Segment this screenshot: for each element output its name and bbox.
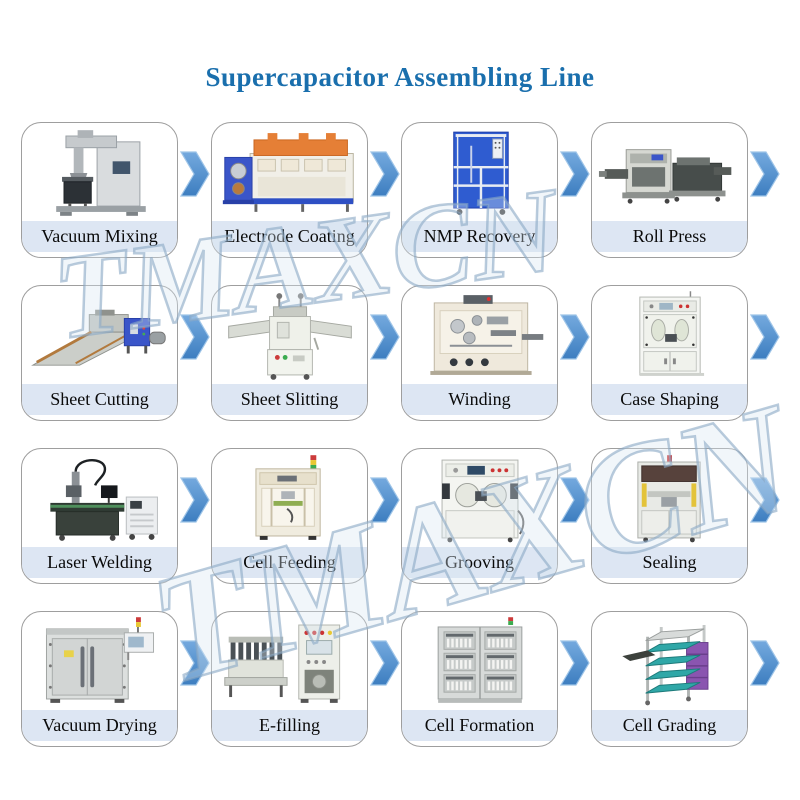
flow-arrow-icon	[178, 314, 211, 360]
cell-feeding-machine-image	[214, 451, 365, 547]
machine-label: Sealing	[592, 547, 747, 578]
flow-arrow-icon	[748, 477, 781, 523]
nmp-recovery-machine-image	[404, 125, 555, 221]
machine-card-winding: Winding	[401, 285, 558, 421]
machine-label: Laser Welding	[22, 547, 177, 578]
vacuum-drying-machine-image	[24, 614, 175, 710]
flow-arrow-icon	[368, 640, 401, 686]
machine-label: Vacuum Mixing	[22, 221, 177, 252]
flow-arrow-icon	[748, 151, 781, 197]
machine-card-sealing: Sealing	[591, 448, 748, 584]
machine-card-vacuum-drying: Vacuum Drying	[21, 611, 178, 747]
assembly-row-2: Sheet Cutting	[0, 285, 800, 421]
machine-label: Winding	[402, 384, 557, 415]
electrode-coating-machine-image	[214, 125, 365, 221]
case-shaping-machine-image	[594, 288, 745, 384]
machine-label: Cell Formation	[402, 710, 557, 741]
grooving-machine-image	[404, 451, 555, 547]
flow-arrow-icon	[558, 640, 591, 686]
machine-card-case-shaping: Case Shaping	[591, 285, 748, 421]
machine-label: Cell Feeding	[212, 547, 367, 578]
machine-label: Roll Press	[592, 221, 747, 252]
flow-arrow-icon	[558, 151, 591, 197]
machine-label: Sheet Cutting	[22, 384, 177, 415]
sheet-slitting-machine-image	[214, 288, 365, 384]
flow-arrow-icon	[748, 314, 781, 360]
machine-card-grooving: Grooving	[401, 448, 558, 584]
machine-label: Electrode Coating	[212, 221, 367, 252]
assembly-grid: Vacuum Mixing	[0, 122, 800, 774]
flow-arrow-icon	[558, 477, 591, 523]
assembly-row-4: Vacuum Drying	[0, 611, 800, 747]
machine-card-vacuum-mixing: Vacuum Mixing	[21, 122, 178, 258]
sheet-cutting-machine-image	[24, 288, 175, 384]
assembly-row-3: Laser Welding	[0, 448, 800, 584]
flow-arrow-icon	[748, 640, 781, 686]
machine-label: Vacuum Drying	[22, 710, 177, 741]
page-title: Supercapacitor Assembling Line	[205, 62, 595, 92]
flow-arrow-icon	[558, 314, 591, 360]
assembly-row-1: Vacuum Mixing	[0, 122, 800, 258]
machine-card-cell-feeding: Cell Feeding	[211, 448, 368, 584]
machine-card-electrode-coating: Electrode Coating	[211, 122, 368, 258]
machine-label: NMP Recovery	[402, 221, 557, 252]
machine-label: E-filling	[212, 710, 367, 741]
flow-arrow-icon	[368, 151, 401, 197]
cell-grading-machine-image	[594, 614, 745, 710]
vacuum-mixing-machine-image	[24, 125, 175, 221]
machine-card-sheet-cutting: Sheet Cutting	[21, 285, 178, 421]
cell-formation-machine-image	[404, 614, 555, 710]
machine-label: Sheet Slitting	[212, 384, 367, 415]
flow-arrow-icon	[368, 314, 401, 360]
sealing-machine-image	[594, 451, 745, 547]
machine-card-nmp-recovery: NMP Recovery	[401, 122, 558, 258]
machine-card-sheet-slitting: Sheet Slitting	[211, 285, 368, 421]
e-filling-machine-image	[214, 614, 365, 710]
flow-arrow-icon	[368, 477, 401, 523]
machine-card-e-filling: E-filling	[211, 611, 368, 747]
laser-welding-machine-image	[24, 451, 175, 547]
flow-arrow-icon	[178, 151, 211, 197]
winding-machine-image	[404, 288, 555, 384]
flow-arrow-icon	[178, 640, 211, 686]
machine-card-cell-grading: Cell Grading	[591, 611, 748, 747]
machine-card-roll-press: Roll Press	[591, 122, 748, 258]
flow-arrow-icon	[178, 477, 211, 523]
machine-label: Case Shaping	[592, 384, 747, 415]
machine-label: Cell Grading	[592, 710, 747, 741]
machine-card-cell-formation: Cell Formation	[401, 611, 558, 747]
machine-label: Grooving	[402, 547, 557, 578]
machine-card-laser-welding: Laser Welding	[21, 448, 178, 584]
roll-press-machine-image	[594, 125, 745, 221]
